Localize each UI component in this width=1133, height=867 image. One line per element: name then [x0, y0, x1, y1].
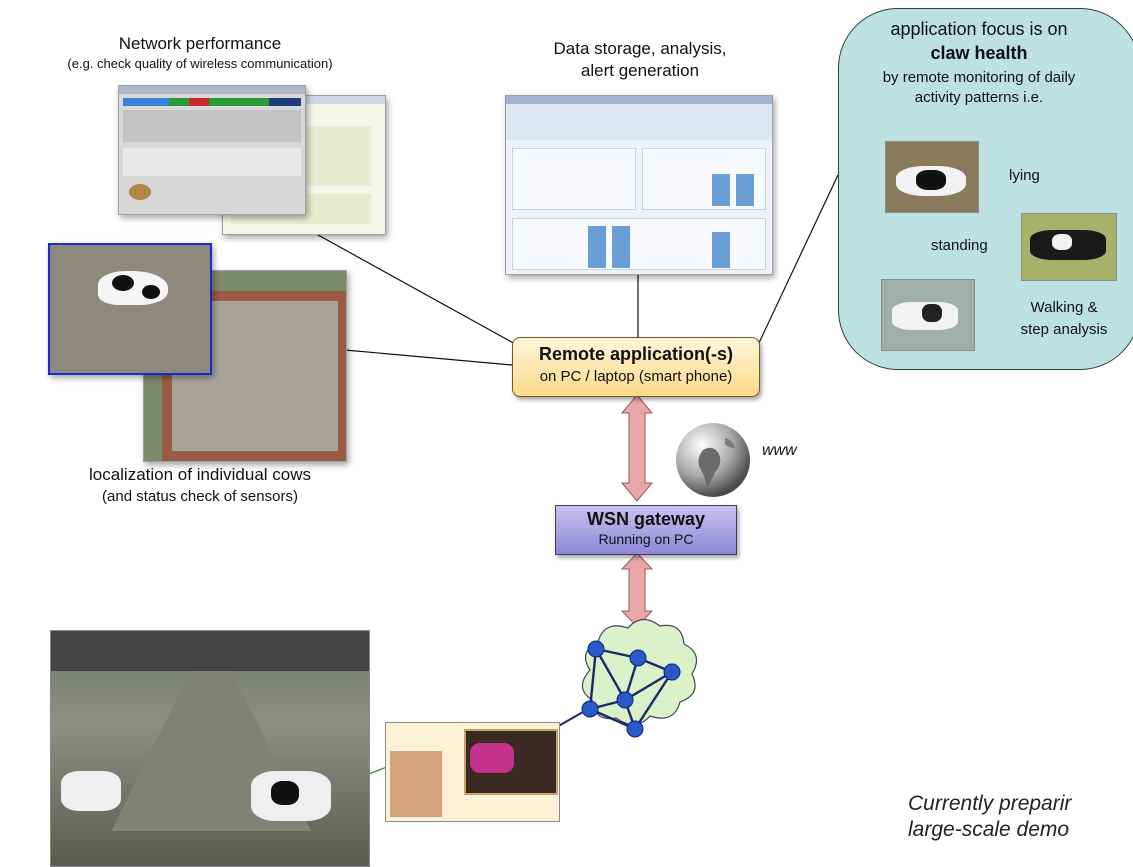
barn-photo [50, 630, 370, 867]
network-subtitle: (e.g. check quality of wireless communic… [67, 56, 333, 71]
sensor-node [616, 691, 634, 709]
network-screenshot-front [118, 85, 306, 215]
network-title: Network performance [118, 34, 282, 53]
lying-label: lying [1009, 167, 1040, 184]
storage-line2: alert generation [580, 61, 700, 80]
storage-line1: Data storage, analysis, [553, 39, 727, 58]
sensor-node [629, 649, 647, 667]
localization-line2: (and status check of sensors) [102, 488, 298, 505]
demo-note-line1: Currently preparir [908, 792, 1072, 815]
sensor-photo [385, 722, 560, 822]
line-localization-to-remote [344, 349, 513, 366]
remote-application-box: Remote application(-s) on PC / laptop (s… [512, 337, 760, 397]
walking-cow-photo [881, 279, 975, 351]
storage-screenshot [505, 95, 773, 275]
sensor-node [581, 700, 599, 718]
demo-note-line2: large-scale demo [908, 818, 1070, 841]
sensor-node [626, 720, 644, 738]
storage-label: Data storage, analysis, alert generation [490, 38, 790, 82]
sensor-node [663, 663, 681, 681]
arrow-remote-to-gateway [620, 394, 654, 502]
localization-3d-screenshot [48, 243, 212, 375]
lying-cow-photo [885, 141, 979, 213]
network-performance-label: Network performance (e.g. check quality … [0, 34, 400, 71]
standing-label: standing [931, 237, 988, 254]
localization-pen-screenshot [143, 270, 347, 462]
claw-health-panel: application focus is on claw health by r… [838, 8, 1133, 370]
claw-line2: by remote monitoring of daily [882, 69, 1076, 86]
wsn-gateway-box: WSN gateway Running on PC [555, 505, 737, 555]
wsn-gateway-subtitle: Running on PC [598, 531, 694, 547]
walking-label-2: step analysis [1020, 321, 1108, 338]
sensor-network-cloud [581, 618, 698, 738]
standing-cow-photo [1021, 213, 1117, 281]
claw-line1: application focus is on [890, 19, 1068, 39]
sensor-node [587, 640, 605, 658]
demo-note: Currently preparir large-scale demo [908, 792, 1133, 842]
claw-line3: activity patterns i.e. [914, 89, 1044, 106]
localization-label: localization of individual cows (and sta… [30, 465, 370, 505]
wsn-gateway-title: WSN gateway [586, 509, 706, 529]
walking-label-1: Walking & [1030, 299, 1098, 316]
line-claw-to-remote [757, 174, 839, 346]
line-network-to-remote [299, 224, 536, 356]
claw-focus: claw health [930, 43, 1028, 63]
localization-line1: localization of individual cows [88, 465, 312, 484]
remote-application-title: Remote application(-s) [538, 344, 734, 364]
globe-icon [676, 423, 750, 497]
remote-application-subtitle: on PC / laptop (smart phone) [539, 368, 733, 385]
www-label: www [762, 442, 797, 459]
